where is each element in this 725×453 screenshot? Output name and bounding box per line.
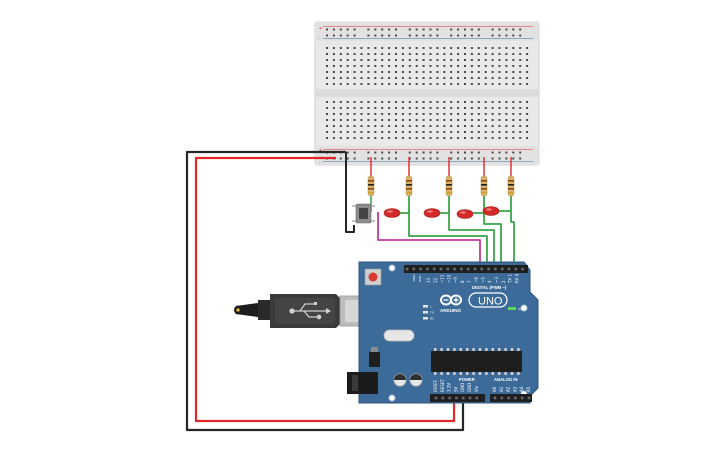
digital-header bbox=[404, 265, 528, 273]
breadboard[interactable]: + - + - bbox=[314, 21, 540, 166]
atmega-chip bbox=[431, 351, 522, 372]
resistor-leads bbox=[370, 157, 512, 176]
led-signal-wires[interactable] bbox=[400, 196, 515, 268]
rail-minus-label-bottom: - bbox=[319, 160, 321, 166]
l-led bbox=[423, 305, 428, 308]
aref-label: AREF bbox=[412, 274, 416, 282]
leds bbox=[383, 206, 500, 219]
rail-plus-label: + bbox=[319, 26, 322, 32]
rx-label: RX bbox=[430, 317, 434, 321]
on-led bbox=[508, 307, 516, 310]
led[interactable] bbox=[456, 209, 474, 219]
power-pin-label: GND bbox=[467, 383, 472, 392]
model-label: UNO bbox=[478, 296, 503, 308]
rx-led bbox=[423, 317, 428, 320]
resistor[interactable] bbox=[445, 175, 453, 197]
digital-pin-label: ~5 bbox=[480, 277, 485, 283]
on-label: ON bbox=[518, 307, 523, 311]
l-label: L bbox=[430, 305, 432, 309]
analog-pin-label: A5 bbox=[526, 386, 531, 392]
digital-pin-label: 4 bbox=[487, 280, 492, 283]
resistor[interactable] bbox=[507, 175, 515, 197]
power-pin-label: Vin bbox=[474, 385, 479, 392]
top-power-rail bbox=[315, 22, 539, 41]
voltage-regulator bbox=[369, 352, 380, 367]
resistor[interactable] bbox=[367, 175, 375, 197]
digital-pin-label: 7 bbox=[467, 280, 472, 283]
reset-button-cap[interactable] bbox=[368, 272, 378, 282]
digital-pin-label: ~3 bbox=[494, 277, 499, 283]
center-channel bbox=[315, 89, 539, 97]
bottom-header-pins bbox=[434, 396, 531, 400]
power-pin-label: RESET bbox=[440, 379, 445, 392]
digital-label: DIGITAL (PWM ~) bbox=[472, 285, 507, 290]
breadboard-holes bbox=[326, 28, 529, 160]
analog-pin-label: A2 bbox=[506, 386, 511, 392]
digital-pin-label: 2 bbox=[501, 280, 506, 283]
led[interactable] bbox=[383, 208, 401, 218]
led[interactable] bbox=[423, 208, 441, 218]
digital-pin-label: ~10 bbox=[446, 274, 451, 283]
resistors bbox=[367, 175, 515, 197]
analog-header bbox=[490, 394, 532, 402]
power-jack[interactable] bbox=[347, 372, 378, 394]
digital-pins bbox=[405, 267, 524, 271]
gnd-label: GND bbox=[418, 275, 422, 283]
usb-symbol-icon bbox=[289, 302, 331, 320]
uno-badge bbox=[468, 292, 508, 308]
arduino-logo-icon bbox=[440, 294, 462, 306]
button-gnd-wire[interactable] bbox=[345, 152, 355, 233]
button-signal-wire[interactable] bbox=[377, 212, 481, 268]
digital-pin-label: ~9 bbox=[453, 277, 458, 283]
power-pin-label: IOREF bbox=[433, 379, 438, 392]
brand-label: ARDUINO bbox=[440, 308, 461, 313]
analog-label: ANALOG IN bbox=[494, 377, 518, 382]
resistor[interactable] bbox=[480, 175, 488, 197]
usb-cable[interactable] bbox=[234, 294, 371, 328]
chip-pins bbox=[434, 348, 520, 375]
crystal-oscillator bbox=[383, 329, 415, 342]
digital-pin-label: 13 bbox=[426, 277, 431, 283]
tx-label: TX bbox=[430, 311, 434, 315]
tx-led bbox=[423, 311, 428, 314]
digital-pin-label: RX 0 bbox=[514, 273, 519, 283]
power-label: POWER bbox=[459, 377, 475, 382]
rail-minus-label: - bbox=[319, 36, 321, 42]
led[interactable] bbox=[482, 206, 500, 216]
power-pin-label: 3.3V bbox=[447, 383, 452, 392]
vcc-wire[interactable] bbox=[194, 156, 456, 423]
digital-pin-label: ~11 bbox=[440, 274, 445, 283]
analog-pin-label: A4 bbox=[519, 386, 524, 392]
analog-pin-label: A0 bbox=[492, 386, 497, 392]
pushbutton[interactable] bbox=[352, 203, 375, 224]
digital-pin-label: TX 1 bbox=[508, 274, 513, 284]
power-pin-label: GND bbox=[460, 383, 465, 392]
digital-pin-label: 8 bbox=[460, 280, 465, 283]
bottom-power-rail bbox=[315, 146, 539, 165]
resistor[interactable] bbox=[405, 175, 413, 197]
analog-pin-label: A3 bbox=[512, 386, 517, 392]
digital-pin-label: ~6 bbox=[474, 277, 479, 283]
power-pin-label: 5V bbox=[453, 386, 458, 392]
analog-pin-label: A1 bbox=[499, 386, 504, 392]
gnd-wire[interactable] bbox=[185, 150, 465, 432]
digital-pin-label: 12 bbox=[433, 277, 438, 283]
